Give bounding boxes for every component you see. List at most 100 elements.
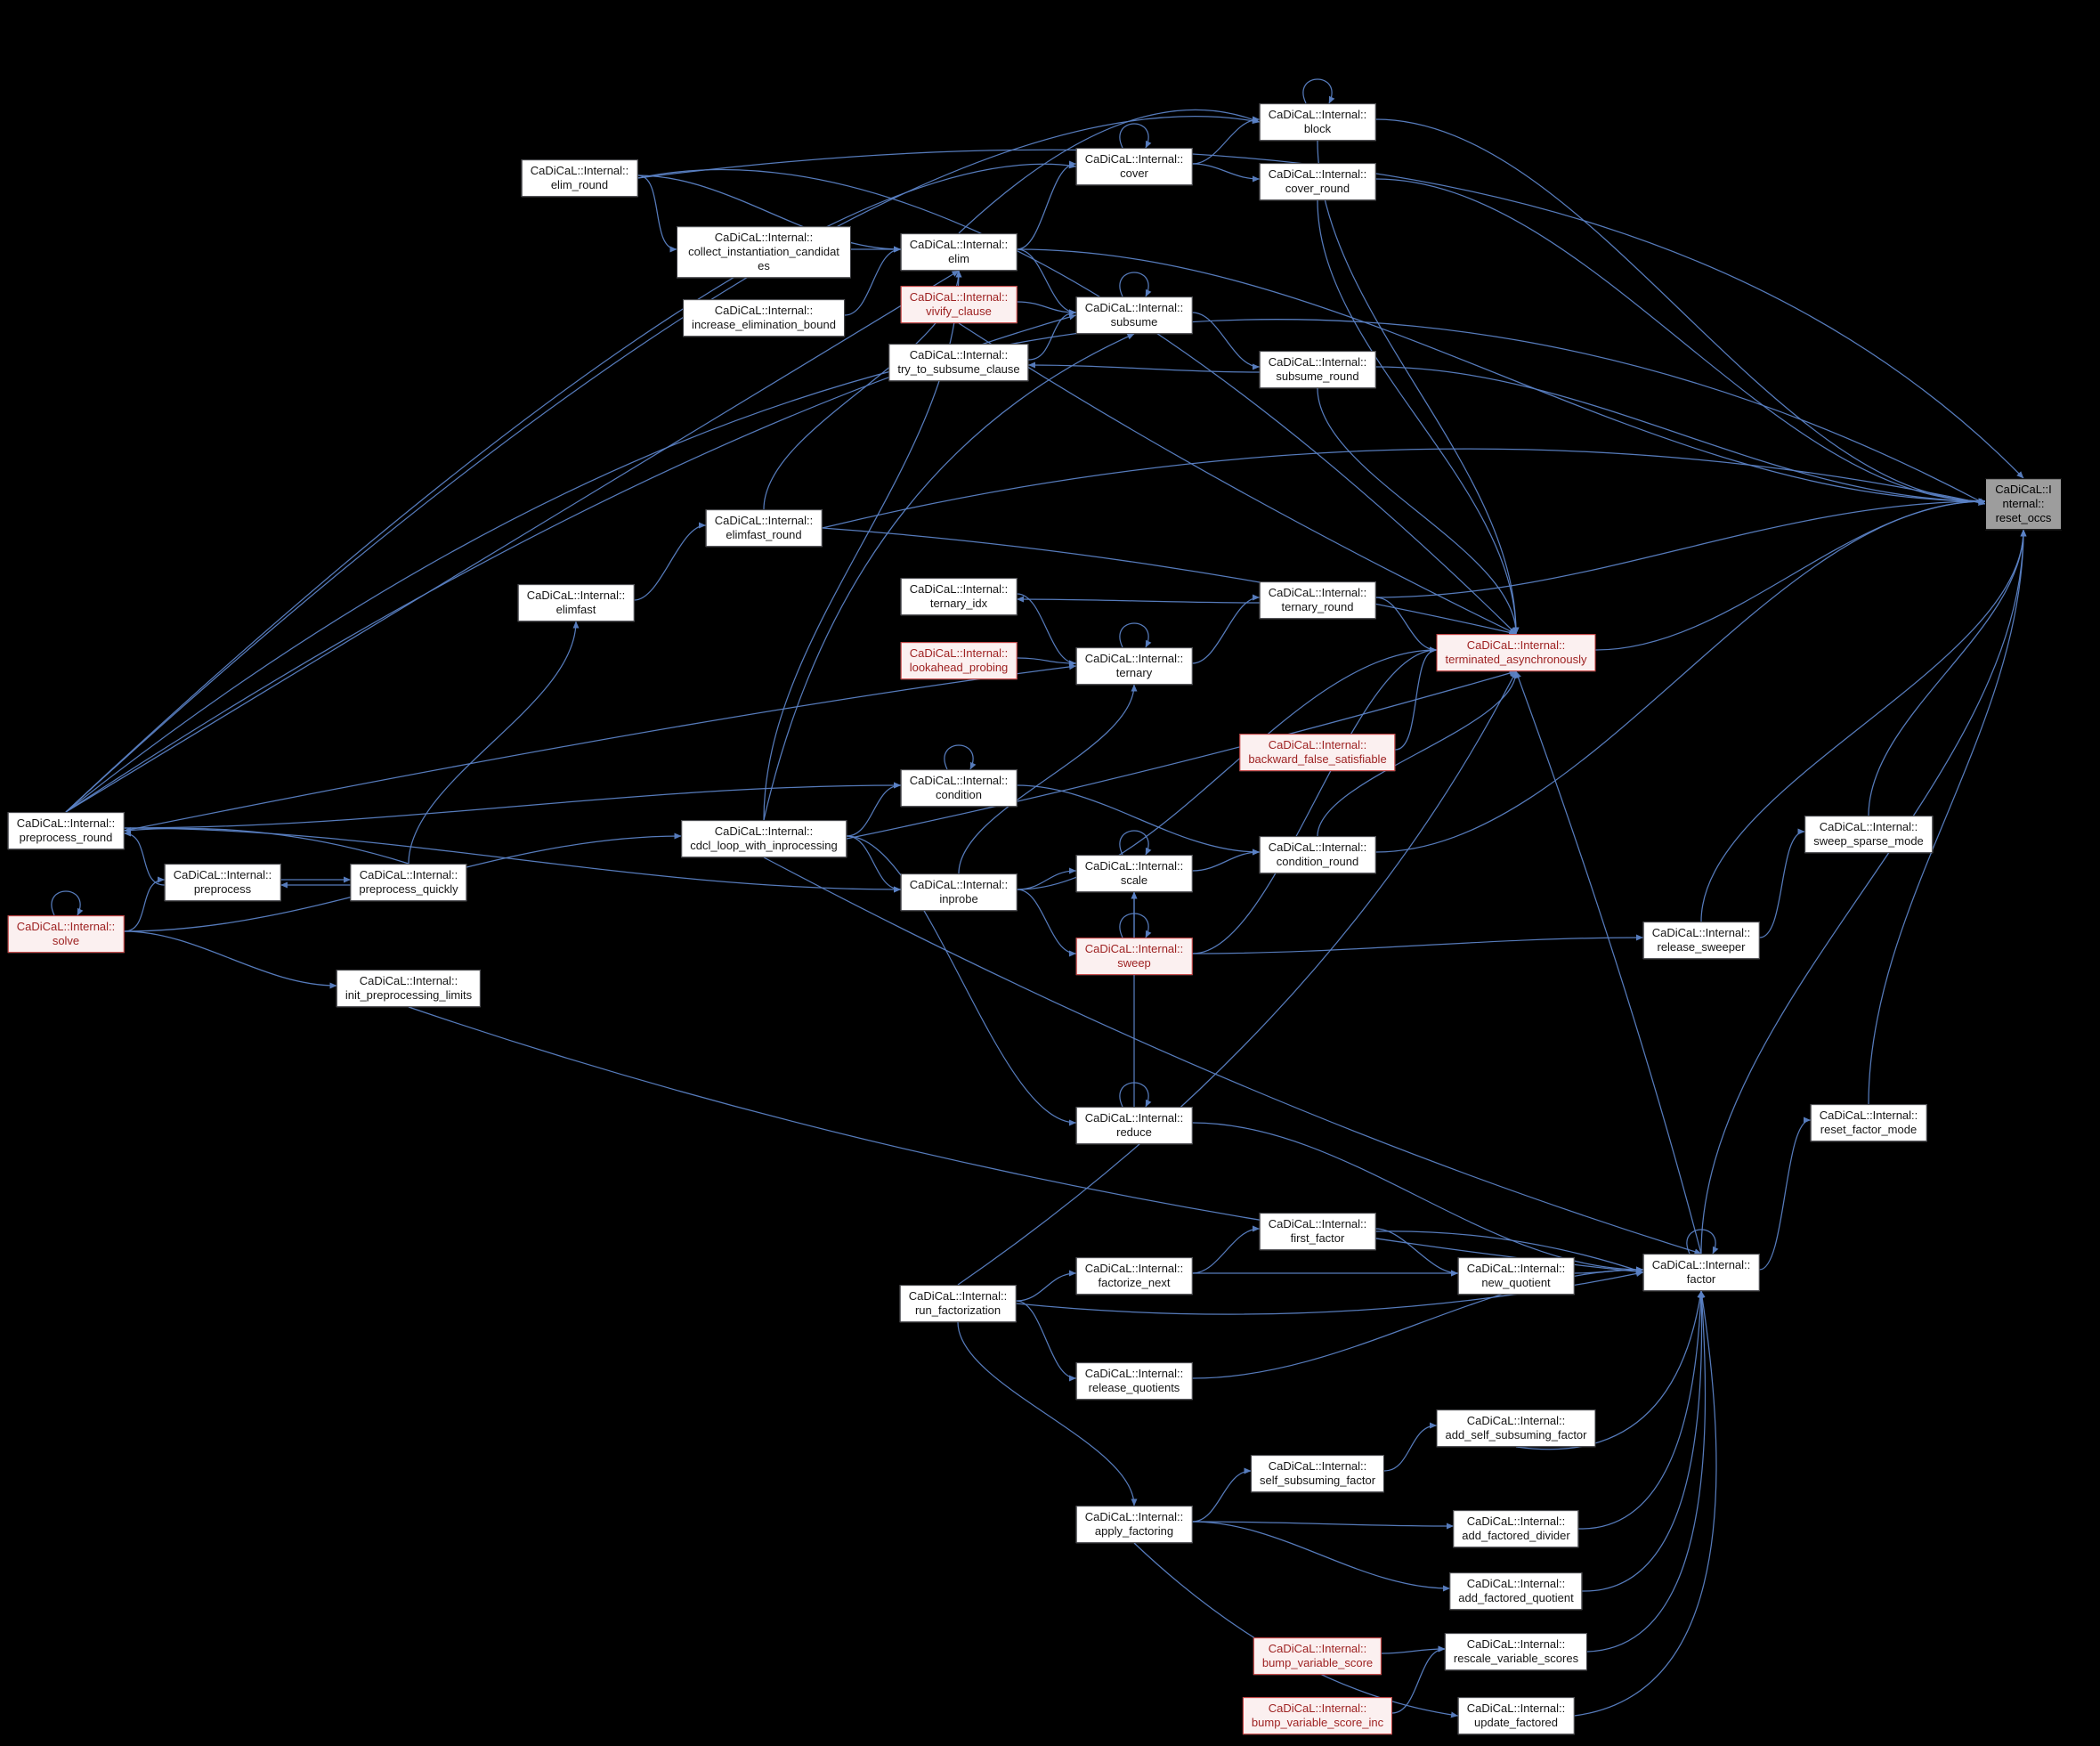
edge-try_to_subsume_clause-subsume (1028, 309, 1076, 361)
edge-block-reset_occs (1375, 118, 1986, 505)
node-ternary_round[interactable]: CaDiCaL::Internal::ternary_round (1259, 581, 1376, 619)
selfloop-scale (1119, 830, 1152, 856)
node-elim[interactable]: CaDiCaL::Internal::elim (900, 233, 1018, 271)
node-condition_round[interactable]: CaDiCaL::Internal::condition_round (1259, 836, 1376, 873)
node-release_sweeper[interactable]: CaDiCaL::Internal::release_sweeper (1642, 922, 1760, 959)
node-function-name: elim_round (550, 178, 609, 191)
edge-cdcl_loop_with_inprocessing-terminated_asynchronously (846, 670, 1517, 840)
node-condition[interactable]: CaDiCaL::Internal::condition (900, 769, 1018, 807)
node-terminated_asynchronously[interactable]: CaDiCaL::Internal::terminated_asynchrono… (1436, 634, 1596, 671)
node-reset_occs[interactable]: CaDiCaL::Internal::reset_occs (1985, 478, 2062, 530)
node-function-name: add_factored_divider (1462, 1529, 1570, 1542)
edge-first_factor-factor (1375, 1230, 1643, 1273)
node-namespace: CaDiCaL::Internal:: (714, 824, 814, 839)
node-reset_factor_mode[interactable]: CaDiCaL::Internal::reset_factor_mode (1810, 1104, 1927, 1141)
edge-update_factored-factor (1574, 1290, 1717, 1717)
selfloop-cover (1119, 123, 1152, 149)
node-function-name: try_to_subsume_clause (897, 362, 1020, 376)
node-elim_round[interactable]: CaDiCaL::Internal::elim_round (521, 159, 638, 197)
node-bump_variable_score_inc[interactable]: CaDiCaL::Internal::bump_variable_score_i… (1242, 1697, 1393, 1734)
node-lookahead_probing[interactable]: CaDiCaL::Internal::lookahead_probing (900, 642, 1018, 679)
node-ternary_idx[interactable]: CaDiCaL::Internal::ternary_idx (900, 578, 1018, 615)
selfloop-condition (944, 744, 977, 770)
edge-elim-subsume (1017, 248, 1076, 316)
node-first_factor[interactable]: CaDiCaL::Internal::first_factor (1259, 1213, 1376, 1250)
node-preprocess[interactable]: CaDiCaL::Internal::preprocess (164, 864, 281, 901)
node-inprobe[interactable]: CaDiCaL::Internal::inprobe (900, 873, 1018, 911)
node-namespace: CaDiCaL::Internal:: (909, 646, 1009, 661)
node-vivify_clause[interactable]: CaDiCaL::Internal::vivify_clause (900, 286, 1018, 323)
edge-block-terminated_asynchronously (1317, 140, 1520, 635)
node-namespace: CaDiCaL::Internal:: (909, 290, 1009, 305)
node-backward_false_satisfiable[interactable]: CaDiCaL::Internal::backward_false_satisf… (1239, 734, 1396, 771)
node-try_to_subsume_clause[interactable]: CaDiCaL::Internal::try_to_subsume_clause (888, 344, 1029, 381)
node-function-name: factor (1686, 1272, 1716, 1286)
node-self_subsuming_factor[interactable]: CaDiCaL::Internal::self_subsuming_factor (1250, 1455, 1385, 1492)
node-namespace: CaDiCaL::Internal:: (1268, 586, 1367, 600)
edge-ternary_round-terminated_asynchronously (1375, 597, 1437, 654)
node-function-name: preprocess_round (19, 831, 113, 844)
node-cover_round[interactable]: CaDiCaL::Internal::cover_round (1259, 163, 1376, 200)
node-sweep[interactable]: CaDiCaL::Internal::sweep (1075, 938, 1193, 975)
edge-cover-block (1192, 116, 1260, 165)
node-update_factored[interactable]: CaDiCaL::Internal::update_factored (1457, 1697, 1575, 1734)
node-function-name: new_quotient (1481, 1276, 1551, 1289)
edge-preprocess_round-block (65, 116, 1260, 813)
node-preprocess_quickly[interactable]: CaDiCaL::Internal::preprocess_quickly (350, 864, 467, 901)
node-reduce[interactable]: CaDiCaL::Internal::reduce (1075, 1107, 1193, 1144)
node-function-name: subsume (1110, 315, 1158, 329)
edge-elim-reset_occs (1017, 248, 1986, 505)
node-namespace: CaDiCaL::Internal:: (1466, 1414, 1566, 1428)
node-namespace: CaDiCaL::Internal:: (1819, 820, 1918, 834)
node-function-name: init_preprocessing_limits (345, 988, 473, 1002)
node-sweep_sparse_mode[interactable]: CaDiCaL::Internal::sweep_sparse_mode (1804, 816, 1933, 853)
node-block[interactable]: CaDiCaL::Internal::block (1259, 103, 1376, 141)
node-elimfast[interactable]: CaDiCaL::Internal::elimfast (517, 584, 635, 621)
edge-factor-terminated_asynchronously (1515, 670, 1702, 1255)
node-add_factored_quotient[interactable]: CaDiCaL::Internal::add_factored_quotient (1449, 1572, 1583, 1610)
node-new_quotient[interactable]: CaDiCaL::Internal::new_quotient (1457, 1257, 1575, 1295)
node-factorize_next[interactable]: CaDiCaL::Internal::factorize_next (1075, 1257, 1193, 1295)
node-subsume[interactable]: CaDiCaL::Internal::subsume (1075, 296, 1193, 334)
node-namespace: CaDiCaL::Internal:: (1084, 859, 1184, 873)
edge-reduce-factor (1192, 1122, 1643, 1273)
edge-preprocess_quickly-elimfast (408, 621, 580, 865)
node-add_self_subsuming_factor[interactable]: CaDiCaL::Internal::add_self_subsuming_fa… (1436, 1409, 1596, 1447)
node-function-name: elimfast_round (726, 528, 802, 541)
node-solve[interactable]: CaDiCaL::Internal::solve (7, 915, 125, 953)
node-namespace: CaDiCaL::Internal:: (1084, 942, 1184, 956)
node-subsume_round[interactable]: CaDiCaL::Internal::subsume_round (1259, 351, 1376, 388)
edge-preprocess_round-elim (65, 270, 960, 813)
node-release_quotients[interactable]: CaDiCaL::Internal::release_quotients (1075, 1362, 1193, 1400)
node-factor[interactable]: CaDiCaL::Internal::factor (1642, 1254, 1760, 1291)
node-rescale_variable_scores[interactable]: CaDiCaL::Internal::rescale_variable_scor… (1444, 1633, 1588, 1670)
node-preprocess_round[interactable]: CaDiCaL::Internal::preprocess_round (7, 812, 125, 849)
node-collect_instantiation_candidates[interactable]: CaDiCaL::Internal::collect_instantiation… (677, 226, 851, 278)
node-namespace: CaDiCaL::Internal:: (359, 868, 458, 882)
node-increase_elimination_bound[interactable]: CaDiCaL::Internal::increase_elimination_… (683, 299, 845, 337)
node-function-name: add_self_subsuming_factor (1445, 1428, 1587, 1441)
edge-elim_round-elim (637, 175, 901, 253)
node-function-name: update_factored (1474, 1716, 1558, 1729)
node-apply_factoring[interactable]: CaDiCaL::Internal::apply_factoring (1075, 1506, 1193, 1543)
node-namespace: CaDiCaL::Internal:: (359, 974, 458, 988)
node-cover[interactable]: CaDiCaL::Internal::cover (1075, 148, 1193, 185)
node-bump_variable_score[interactable]: CaDiCaL::Internal::bump_variable_score (1253, 1637, 1382, 1675)
node-run_factorization[interactable]: CaDiCaL::Internal::run_factorization (899, 1285, 1017, 1322)
node-init_preprocessing_limits[interactable]: CaDiCaL::Internal::init_preprocessing_li… (336, 970, 482, 1007)
edge-release_sweeper-sweep_sparse_mode (1759, 828, 1805, 938)
node-scale[interactable]: CaDiCaL::Internal::scale (1075, 855, 1193, 892)
node-namespace: CaDiCaL::Internal:: (1819, 1109, 1918, 1123)
node-namespace: CaDiCaL::Internal:: (16, 920, 116, 934)
edge-subsume_round-reset_occs (1375, 366, 1986, 505)
node-function-name: sweep_sparse_mode (1813, 834, 1924, 848)
edge-release_quotients-factor (1192, 1266, 1643, 1379)
node-add_factored_divider[interactable]: CaDiCaL::Internal::add_factored_divider (1453, 1510, 1579, 1547)
node-elimfast_round[interactable]: CaDiCaL::Internal::elimfast_round (705, 509, 823, 547)
node-cdcl_loop_with_inprocessing[interactable]: CaDiCaL::Internal::cdcl_loop_with_inproc… (681, 820, 847, 857)
node-ternary[interactable]: CaDiCaL::Internal::ternary (1075, 647, 1193, 685)
edge-cdcl_loop_with_inprocessing-inprobe (846, 835, 901, 893)
node-function-name: ternary (1115, 666, 1153, 679)
node-function-name: reset_factor_mode (1820, 1123, 1918, 1136)
